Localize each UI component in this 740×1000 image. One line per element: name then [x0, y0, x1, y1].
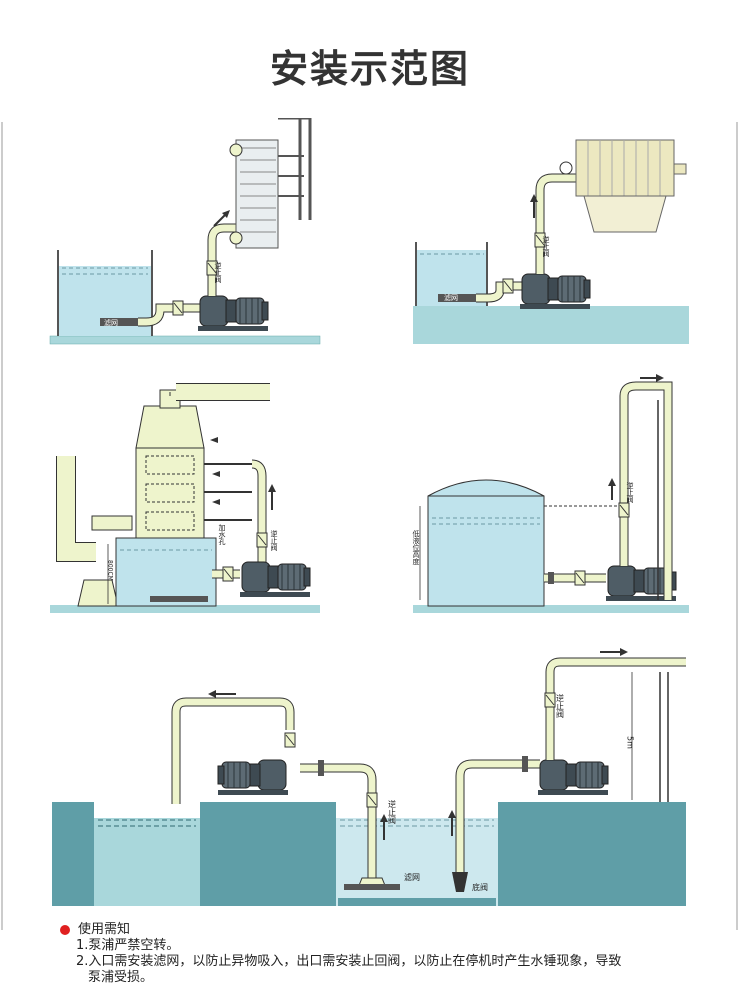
filter-label-1: 滤网 — [104, 318, 118, 327]
diagram-heat-exchanger: 滤网 逆止阀 — [49, 118, 321, 345]
min-level-label: 低液位高度 — [412, 529, 420, 566]
usage-notes: 使用需知 1.泵浦严禁空转。 2.入口需安装滤网，以防止异物吸入，出口需安装止回… — [60, 922, 720, 986]
check-valve-label-6: 逆止阀 — [556, 693, 565, 719]
height-800-label: 800CM — [107, 560, 114, 581]
check-valve-label-2: 逆止阀 — [542, 235, 550, 258]
diagram-sump-pits: 逆止阀 滤网 底阀 逆止阀 5m — [52, 648, 686, 906]
page-title: 安装示范图 — [269, 47, 470, 91]
diagram-storage-tank: 低液位高度 逆止阀 — [412, 374, 689, 613]
check-valve-label-1: 逆止阀 — [214, 261, 222, 284]
fill-hole-label: 加水孔 — [218, 523, 226, 546]
diagram-scrubber-tower: 加水孔 逆止阀 800CM — [50, 383, 320, 613]
bullet-icon — [60, 925, 70, 935]
installation-diagram-panel: 滤网 逆止阀 滤网 逆止阀 — [1, 118, 738, 930]
foot-valve-label: 底阀 — [472, 882, 488, 892]
notes-heading: 使用需知 — [78, 922, 131, 937]
filter-label-2: 滤网 — [444, 293, 458, 302]
note-item-1: 1.泵浦严禁空转。 — [76, 938, 180, 953]
diagram-filter-press: 滤网 逆止阀 — [413, 139, 689, 344]
height-5m-label: 5m — [626, 736, 635, 749]
check-valve-label-5: 逆止阀 — [388, 799, 397, 825]
check-valve-label-4: 逆止阀 — [626, 481, 634, 504]
note-item-2-continued: 泵浦受损。 — [88, 970, 154, 985]
check-valve-label-3: 逆止阀 — [270, 529, 278, 552]
note-item-2: 2.入口需安装滤网，以防止异物吸入，出口需安装止回阀，以防止在停机时产生水锤现象… — [76, 954, 622, 969]
filter-net-label: 滤网 — [404, 872, 420, 882]
